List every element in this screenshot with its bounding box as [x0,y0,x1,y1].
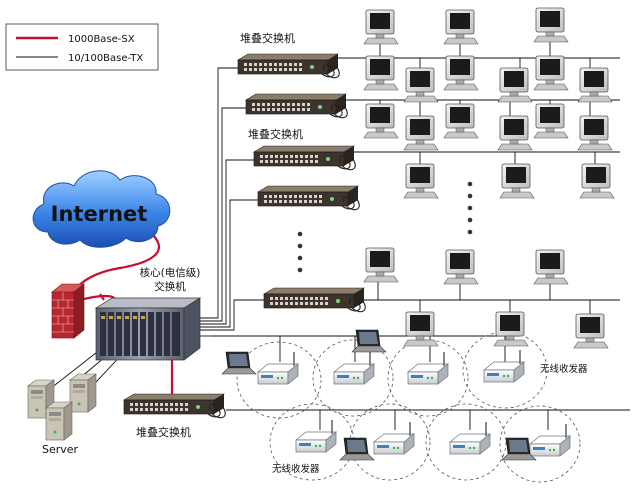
uplink-switch-3 [198,159,256,325]
wireless-transceiver-label-bottom: 无线收发器 [272,463,320,475]
wireless-transceiver-label-right: 无线收发器 [540,363,588,375]
laptop [351,329,387,353]
desktop-pc [497,115,533,151]
bus-row-4-drops [377,280,591,318]
stacked-switch [123,393,226,419]
desktop-pc [533,7,569,43]
server-label: Server [42,443,79,456]
wireless-ap [407,351,449,385]
desktop-pc [443,9,479,45]
desktop-pc [533,103,569,139]
desktop-pc [403,67,439,103]
stacked-switch [245,93,348,119]
desktop-pcs [363,7,615,349]
legend-label-fiber: 1000Base-SX [68,34,135,45]
legend-label-copper: 10/100Base-TX [68,53,143,64]
server-tower [45,401,73,441]
stacked-switch [253,145,356,171]
stacked-switch [257,185,360,211]
desktop-pc [363,55,399,91]
core-switch-chassis: 核心(电信级) 交换机 [94,266,202,361]
desktop-pc [403,311,439,347]
bus-wireless-lower-drops [319,410,549,430]
laptop [339,437,375,461]
wireless-ap [333,351,375,385]
uplink-switch-1 [198,67,240,319]
desktop-pc [443,103,479,139]
core-switch-label-line2: 交换机 [154,280,186,293]
internet-cloud: Internet [32,170,171,248]
desktop-pc [443,55,479,91]
coverage-circle [499,405,581,483]
desktop-pc [363,9,399,45]
desktop-pc [573,313,609,349]
coverage-circle [312,339,394,417]
wireless-ap [483,349,525,383]
stack-switch-label-mid: 堆叠交换机 [248,127,303,141]
uplink-switch-2 [198,107,248,322]
firewall-icon [51,283,85,339]
wireless-ap [257,351,299,385]
stacked-switch [263,287,366,313]
stack-switch-label-bottom: 堆叠交换机 [136,425,191,439]
desktop-pc [577,115,613,151]
server-tower [69,373,97,413]
core-switch-label-line1: 核心(电信级) [140,266,201,279]
stacked-switch [237,53,340,79]
servers: Server [27,373,97,456]
wireless-ap [295,419,337,453]
desktop-pc [579,163,615,199]
desktop-pc [533,55,569,91]
wireless-ap [529,423,571,457]
stack-switch-label-top: 堆叠交换机 [240,31,295,45]
desktop-pc [499,163,535,199]
more-switches-ellipsis [297,231,303,273]
uplink-switch-5 [198,299,266,331]
desktop-pc [443,249,479,285]
uplink-switch-4 [198,199,260,328]
legend-box [5,23,159,71]
coverage-circle [387,339,469,417]
wireless-ap [373,421,415,455]
desktop-pc [363,247,399,283]
legend: 1000Base-SX 10/100Base-TX [5,23,159,71]
laptop [221,351,257,375]
desktop-pc [493,311,529,347]
internet-label: Internet [51,202,148,226]
desktop-pc [577,67,613,103]
desktop-pc [403,163,439,199]
coverage-circle [425,403,507,481]
desktop-pc [533,249,569,285]
bus-wireless-upper-drops [279,336,506,362]
desktop-pc [403,115,439,151]
desktop-pc [363,103,399,139]
desktop-pc [497,67,533,103]
more-pcs-ellipsis [467,181,473,235]
